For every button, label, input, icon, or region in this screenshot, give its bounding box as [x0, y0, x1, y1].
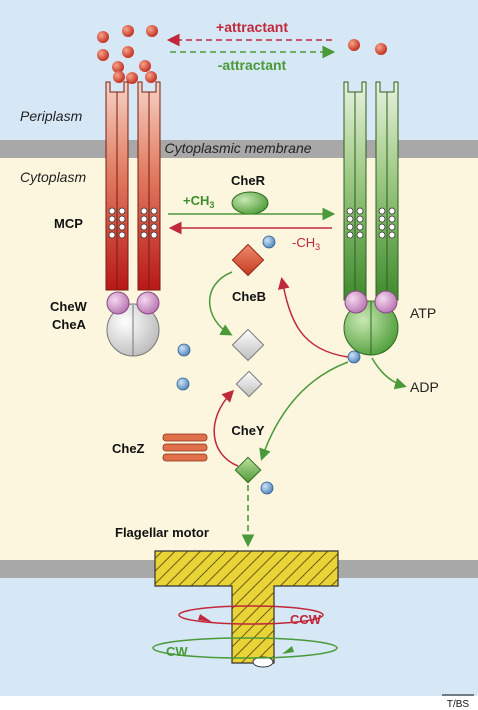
chea-phosphate [347, 350, 361, 364]
cher-label: CheR [231, 173, 266, 188]
minus-attractant-label: -attractant [218, 57, 287, 73]
cw-arrowhead [282, 646, 294, 654]
chey-phosphorylated [234, 456, 262, 484]
attractant-cluster-left [97, 25, 158, 84]
ccw-arrowhead [198, 614, 212, 622]
cheb-phosphorylated [231, 243, 265, 277]
chey-dephos-arrow [213, 389, 239, 467]
left-chea-complex [106, 291, 160, 357]
ccw-rotation [178, 605, 324, 625]
left-mcp-receptor [105, 81, 161, 291]
flagellar-motor [154, 550, 339, 668]
cheb-phos-arrow [277, 277, 349, 358]
chez-enzyme [162, 433, 208, 462]
plus-attractant-label: +attractant [216, 19, 288, 35]
cheb-dephos-arrow [208, 271, 233, 336]
plus-ch3-label: +CH3 [183, 193, 214, 210]
cheb-phosphate [262, 235, 276, 249]
atp-adp-arrow [371, 357, 407, 390]
chez-label: CheZ [112, 441, 145, 456]
chew-label: CheW [50, 299, 88, 314]
cher-enzyme [231, 191, 269, 215]
atp-label: ATP [410, 305, 436, 321]
chey-phosphate [260, 481, 274, 495]
cw-rotation [152, 637, 338, 659]
chea-label: CheA [52, 317, 87, 332]
mcp-label: MCP [54, 216, 83, 231]
periplasm-label: Periplasm [20, 108, 83, 124]
adp-label: ADP [410, 379, 439, 395]
attractant-cluster-right [348, 39, 387, 55]
chey-label: CheY [231, 423, 265, 438]
cheb-unphosphorylated [231, 328, 265, 362]
cw-label: CW [166, 644, 188, 659]
cheb-label: CheB [232, 289, 266, 304]
flagellar-motor-label: Flagellar motor [115, 525, 209, 540]
chey-unphosphorylated [235, 370, 263, 398]
credit-label: T/BS [447, 699, 470, 710]
membrane-label: Cytoplasmic membrane [164, 140, 311, 156]
cytoplasm-label: Cytoplasm [20, 169, 86, 185]
minus-ch3-label: -CH3 [292, 235, 320, 252]
chey-released-phosphate [176, 377, 190, 391]
ccw-label: CCW [290, 612, 322, 627]
cheb-released-phosphate [177, 343, 191, 357]
right-mcp-receptor [343, 81, 399, 301]
chey-phos-arrow [259, 361, 349, 461]
right-chea-complex [343, 290, 399, 364]
